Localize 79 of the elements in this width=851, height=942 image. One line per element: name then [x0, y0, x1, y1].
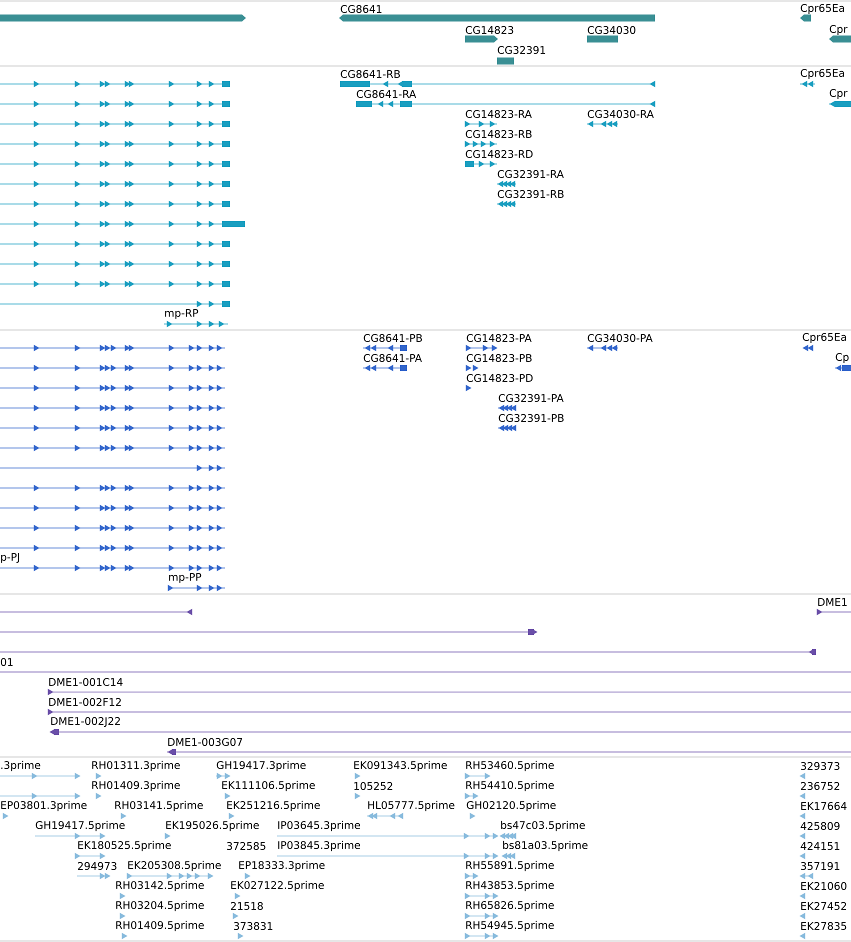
feature-label: CG34030-PA	[588, 334, 653, 342]
feature-label: DME1	[818, 598, 847, 606]
feature-label: Cpr	[830, 89, 848, 99]
feature-label: HL05777.5prime	[368, 800, 454, 812]
feature-label: 01	[0, 658, 13, 666]
feature-label: RH01311.3prime	[92, 760, 180, 772]
feature-label: EK27835	[801, 922, 846, 930]
feature-label: Cp	[836, 353, 849, 363]
feature-label: EP18333.3prime	[239, 860, 325, 872]
feature-label: GH19417.3prime	[216, 760, 306, 772]
feature-label: EK195026.5prime	[166, 820, 259, 832]
feature-label: bs81a03.5prime	[503, 840, 588, 852]
feature-label: CG32391-PB	[498, 414, 564, 422]
feature-label: DME1-002F12	[49, 698, 121, 706]
feature-label: EK091343.5prime	[354, 760, 447, 772]
feature-label: EP03801.3prime	[1, 800, 87, 812]
feature-label: CG14823-RB	[466, 130, 532, 138]
feature-label: CG14823-PD	[466, 374, 533, 382]
feature-label: 329373	[801, 762, 840, 770]
feature-label: CG34030-RA	[588, 110, 654, 118]
feature-label: RH54945.5prime	[466, 920, 554, 932]
feature-label: RH03204.5prime	[116, 900, 204, 912]
feature-label: bs47c03.5prime	[501, 820, 585, 832]
feature-label: Cpr65Ea	[800, 4, 844, 14]
feature-label: GH02120.5prime	[466, 800, 556, 812]
feature-label: CG32391	[498, 46, 546, 54]
feature-label: CG32391-PA	[498, 394, 564, 402]
feature-label: DME1-001C14	[49, 678, 123, 686]
feature-label: Cpr	[830, 25, 848, 35]
feature-label: .3prime	[1, 760, 40, 772]
feature-label: DME1-003G07	[168, 738, 242, 746]
feature-label: EK17664	[801, 802, 847, 810]
feature-label: IP03845.3prime	[278, 840, 360, 852]
feature-label: DME1-002J22	[51, 717, 120, 727]
feature-label: EK205308.5prime	[128, 860, 221, 872]
feature-label: p-PJ	[1, 553, 20, 563]
feature-label: Cpr65Ea	[802, 333, 846, 343]
feature-label: CG8641-RB	[340, 70, 400, 78]
feature-label: RH03142.5prime	[116, 880, 204, 892]
feature-label: EK111106.5prime	[222, 780, 315, 792]
feature-label: EK027122.5prime	[231, 880, 324, 892]
feature-label: CG14823	[466, 26, 514, 34]
feature-label: 105252	[354, 782, 392, 790]
feature-label: CG8641	[340, 5, 382, 13]
feature-label: 21518	[230, 902, 263, 910]
feature-label: 372585	[227, 842, 266, 850]
feature-label: CG32391-RB	[498, 190, 564, 198]
feature-label: RH01409.5prime	[116, 920, 204, 932]
feature-label: 424151	[800, 842, 840, 850]
feature-label: RH53460.5prime	[466, 760, 554, 772]
feature-label: GH19417.5prime	[36, 820, 125, 832]
feature-label: CG14823-PA	[466, 334, 532, 342]
feature-label: CG14823-RD	[466, 150, 533, 158]
feature-label: 236752	[800, 782, 840, 790]
feature-label: CG8641-PB	[364, 334, 422, 342]
feature-label: 373831	[234, 922, 272, 930]
feature-label: 425809	[800, 822, 840, 830]
feature-label: CG8641-PA	[364, 354, 422, 362]
feature-label: RH54410.5prime	[466, 780, 554, 792]
feature-label: CG14823-RA	[466, 110, 532, 118]
feature-label: EK251216.5prime	[227, 800, 320, 812]
feature-label: RH01409.3prime	[92, 780, 180, 792]
feature-label: CG32391-RA	[498, 170, 564, 178]
feature-label: IP03645.3prime	[278, 820, 360, 832]
feature-label: 357191	[801, 862, 840, 870]
feature-label: CG14823-PB	[466, 354, 532, 362]
feature-label: EK180525.5prime	[78, 840, 171, 852]
feature-label: RH65826.5prime	[466, 900, 554, 912]
feature-label: EK21060	[801, 882, 846, 890]
feature-label: 294973	[78, 862, 116, 870]
feature-label: mp-PP	[169, 573, 202, 583]
feature-label: Cpr65Ea	[800, 69, 844, 79]
feature-label: RH43853.5prime	[466, 880, 554, 892]
feature-label: RH03141.5prime	[115, 800, 203, 812]
feature-label: RH55891.5prime	[466, 860, 554, 872]
feature-label: EK27452	[801, 902, 846, 910]
feature-label: CG8641-RA	[356, 90, 416, 98]
feature-label: mp-RP	[165, 309, 198, 319]
feature-label: CG34030	[588, 26, 636, 34]
